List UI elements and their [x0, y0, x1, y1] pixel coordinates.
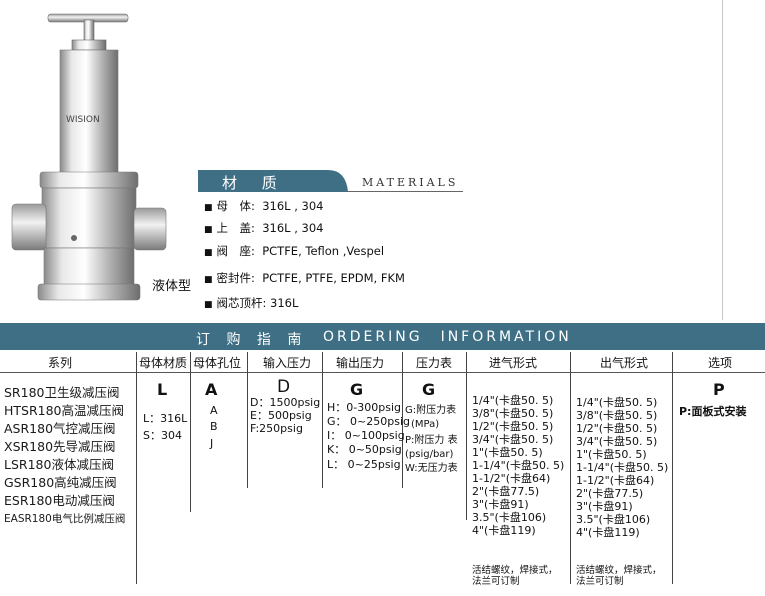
outlet-option: 3.5"(卡盘106): [576, 513, 651, 526]
material-row-seat: ■阀 座: PCTFE, Teflon ,Vespel: [204, 244, 385, 258]
column-divider: [570, 352, 571, 584]
inlet-option: 1/4"(卡盘50. 5): [472, 394, 554, 407]
option-item: P:面板式安装: [679, 405, 747, 418]
input-pressure-option: F:250psig: [250, 422, 303, 435]
materials-title-en: MATERIALS: [362, 176, 459, 189]
outlet-option: 1"(卡盘50. 5): [576, 448, 647, 461]
series-item: SR180卫生级减压阀: [4, 385, 120, 400]
outlet-option: 1/4"(卡盘50. 5): [576, 396, 658, 409]
outlet-option: 3/4"(卡盘50. 5): [576, 435, 658, 448]
input-pressure-option: E：500psig: [250, 409, 312, 422]
bullet-icon: ■: [204, 248, 213, 258]
ordering-header-bar: [0, 323, 765, 350]
material-row-body: ■母 体: 316L , 304: [204, 199, 324, 213]
materials-tab: [198, 170, 348, 192]
output-pressure-option: G： 0~250psig: [327, 415, 410, 428]
inlet-option: 2"(卡盘77.5): [472, 485, 540, 498]
output-pressure-option: I： 0~100psig: [327, 429, 405, 442]
output-pressure-option: H：0-300psig: [327, 401, 401, 414]
header-outlet: 出气形式: [600, 356, 649, 370]
inlet-option: 1"(卡盘50. 5): [472, 446, 543, 459]
header-inlet: 进气形式: [489, 356, 538, 370]
option-code: P: [713, 380, 725, 399]
ordering-column-header-row: [0, 350, 765, 373]
inlet-option: 1-1/2"(卡盘64): [472, 472, 551, 485]
bullet-icon: ■: [204, 225, 213, 235]
column-divider: [466, 352, 467, 520]
outlet-option: 4"(卡盘119): [576, 526, 640, 539]
inlet-option: 1-1/4"(卡盘50. 5): [472, 459, 565, 472]
outlet-note: 活结螺纹，焊接式，法兰可订制: [576, 565, 662, 587]
body-port-option: J: [210, 437, 214, 450]
ordering-title: 订 购 指 南: [196, 332, 308, 348]
inlet-option: 4"(卡盘119): [472, 524, 536, 537]
material-row-stem: ■阀芯顶杆: 316L: [204, 296, 299, 310]
gauge-option: W:无压力表: [405, 463, 458, 474]
series-item: ESR180电动减压阀: [4, 493, 115, 508]
inlet-option: 3.5"(卡盘106): [472, 511, 547, 524]
column-divider: [136, 352, 137, 584]
outlet-option: 2"(卡盘77.5): [576, 487, 644, 500]
bullet-icon: ■: [204, 300, 213, 310]
gauge-option: (psig/bar): [405, 449, 454, 460]
material-row-seal: ■密封件: PCTFE, PTFE, EPDM, FKM: [204, 271, 405, 285]
inlet-option: 3/8"(卡盘50. 5): [472, 407, 554, 420]
inlet-option: 3"(卡盘91): [472, 498, 529, 511]
outlet-option: 1/2"(卡盘50. 5): [576, 422, 658, 435]
inlet-option: 1/2"(卡盘50. 5): [472, 420, 554, 433]
gauge-option: G:附压力表: [405, 405, 457, 416]
outlet-option: 1-1/2"(卡盘64): [576, 474, 655, 487]
page-guide-line: [722, 0, 723, 320]
output-pressure-code: G: [350, 380, 364, 399]
series-item: LSR180液体减压阀: [4, 457, 114, 472]
input-pressure-code: D: [277, 377, 291, 397]
liquid-type-label: 液体型: [152, 279, 192, 294]
outlet-option: 3/8"(卡盘50. 5): [576, 409, 658, 422]
gauge-option: P:附压力 表: [405, 435, 458, 446]
inlet-option: 3/4"(卡盘50. 5): [472, 433, 554, 446]
header-output-pressure: 输出压力: [336, 356, 385, 370]
header-body-material: 母体材质: [139, 356, 188, 370]
body-port-option: A: [210, 404, 218, 417]
series-item: HTSR180高温减压阀: [4, 403, 125, 418]
input-pressure-option: D：1500psig: [250, 396, 321, 409]
header-gauge: 压力表: [416, 356, 453, 370]
series-item: EASR180电气比例减压阀: [4, 513, 126, 525]
valve-illustration: WISION: [11, 13, 167, 301]
column-divider: [322, 352, 323, 488]
series-item: ASR180气控减压阀: [4, 421, 116, 436]
gauge-code: G: [422, 380, 436, 399]
body-port-option: B: [210, 420, 218, 433]
bullet-icon: ■: [204, 275, 213, 285]
body-port-code: A: [205, 380, 218, 399]
materials-title: 材 质: [222, 174, 287, 192]
bullet-icon: ■: [204, 203, 213, 213]
valve-brand: WISION: [66, 115, 100, 125]
series-item: XSR180先导减压阀: [4, 439, 116, 454]
header-input-pressure: 输入压力: [263, 356, 312, 370]
body-material-code: L: [157, 380, 168, 399]
header-option: 选项: [708, 356, 733, 370]
body-material-option: S：304: [143, 429, 182, 442]
column-divider: [247, 352, 248, 488]
materials-underline: [345, 191, 463, 192]
output-pressure-option: L： 0~25psig: [327, 458, 401, 471]
body-material-option: L：316L: [143, 412, 188, 425]
outlet-option: 1-1/4"(卡盘50. 5): [576, 461, 669, 474]
output-pressure-option: K： 0~50psig: [327, 443, 402, 456]
column-divider: [402, 352, 403, 488]
header-series: 系列: [48, 356, 73, 370]
gauge-option: (MPa): [411, 419, 440, 430]
column-divider: [190, 352, 191, 512]
material-row-bonnet: ■上 盖: 316L , 304: [204, 221, 324, 235]
series-item: GSR180高纯减压阀: [4, 475, 117, 490]
column-divider: [672, 352, 673, 584]
inlet-note: 活结螺纹，焊接式，法兰可订制: [472, 565, 558, 587]
header-body-port: 母体孔位: [193, 356, 242, 370]
outlet-option: 3"(卡盘91): [576, 500, 633, 513]
